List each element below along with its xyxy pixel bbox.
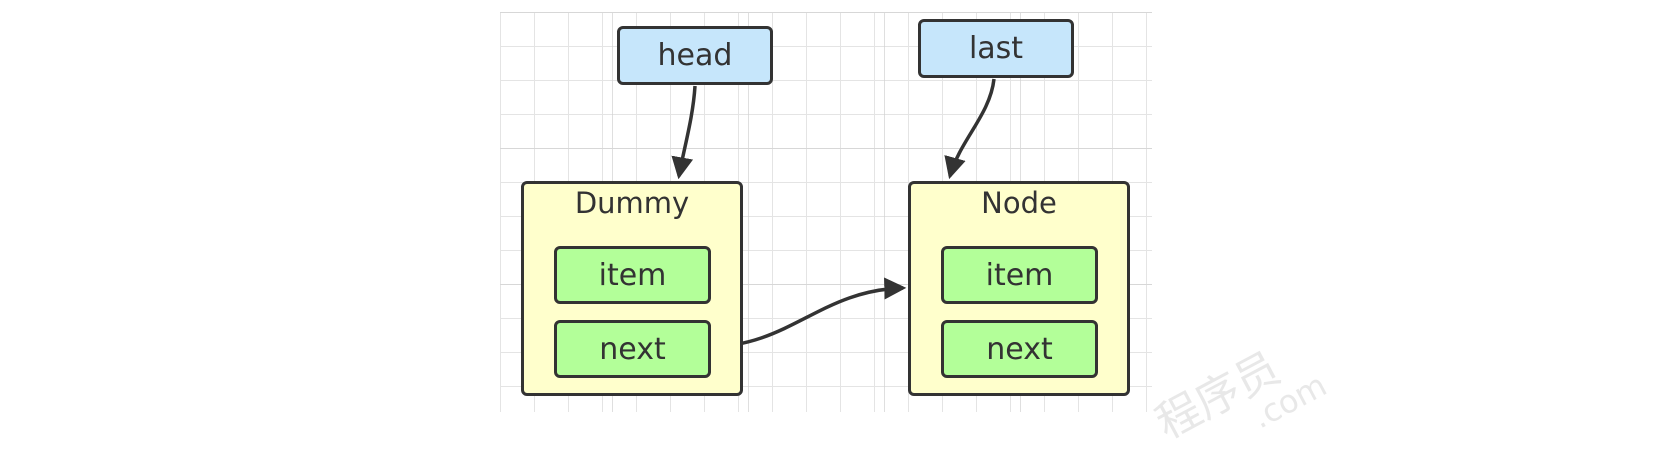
node-item-label: item: [985, 257, 1054, 293]
dummy-node-title: Dummy: [574, 186, 690, 220]
dummy-next-field: next: [554, 320, 711, 378]
dummy-node: Dummy item next: [521, 181, 743, 396]
node-node: Node item next: [908, 181, 1130, 396]
dummy-next-label: next: [599, 331, 666, 367]
node-item-field: item: [941, 246, 1098, 304]
node-next-label: next: [986, 331, 1053, 367]
last-label-text: last: [968, 31, 1024, 66]
diagram-canvas: head last Dummy item next Node item next…: [500, 12, 1333, 449]
node-next-field: next: [941, 320, 1098, 378]
dummy-item-label: item: [598, 257, 667, 293]
head-label: head: [617, 26, 773, 85]
node-node-title: Node: [981, 186, 1057, 220]
dummy-item-field: item: [554, 246, 711, 304]
last-label: last: [918, 19, 1074, 78]
head-label-text: head: [657, 38, 733, 73]
